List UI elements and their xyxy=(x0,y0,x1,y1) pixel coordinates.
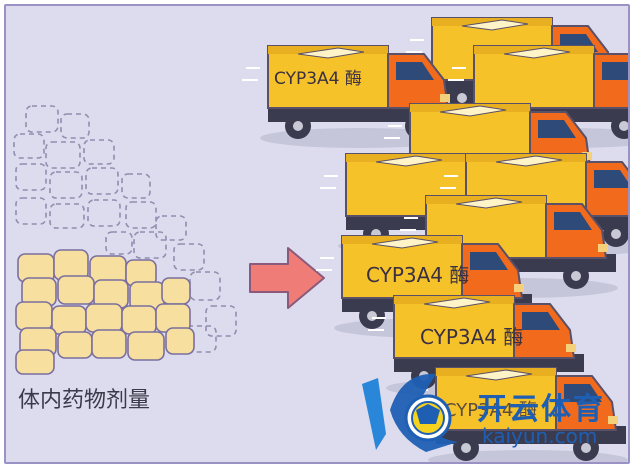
caption: 体内药物剂量 xyxy=(18,388,151,413)
watermark-url: kaiyun.com xyxy=(482,424,598,448)
right-arrow-icon xyxy=(249,247,325,309)
truck-label: CYP3A4 酶 xyxy=(420,325,523,349)
dashed-pill-pile-icon xyxy=(13,105,237,353)
truck-label: CYP3A4 酶 xyxy=(366,263,469,287)
watermark-logo-icon xyxy=(362,373,458,452)
pill-pile-icon xyxy=(15,249,195,375)
truck-label: CYP3A4 酶 xyxy=(444,400,537,421)
illustration-panel: CYP3A4 酶 CYP3A4 酶 CYP3A4 酶 CYP3A4 酶 xyxy=(4,4,630,464)
illustration-canvas: CYP3A4 酶 CYP3A4 酶 CYP3A4 酶 CYP3A4 酶 xyxy=(13,17,628,462)
watermark-text: 开云体育 xyxy=(477,392,605,427)
truck-label: CYP3A4 酶 xyxy=(274,69,362,89)
